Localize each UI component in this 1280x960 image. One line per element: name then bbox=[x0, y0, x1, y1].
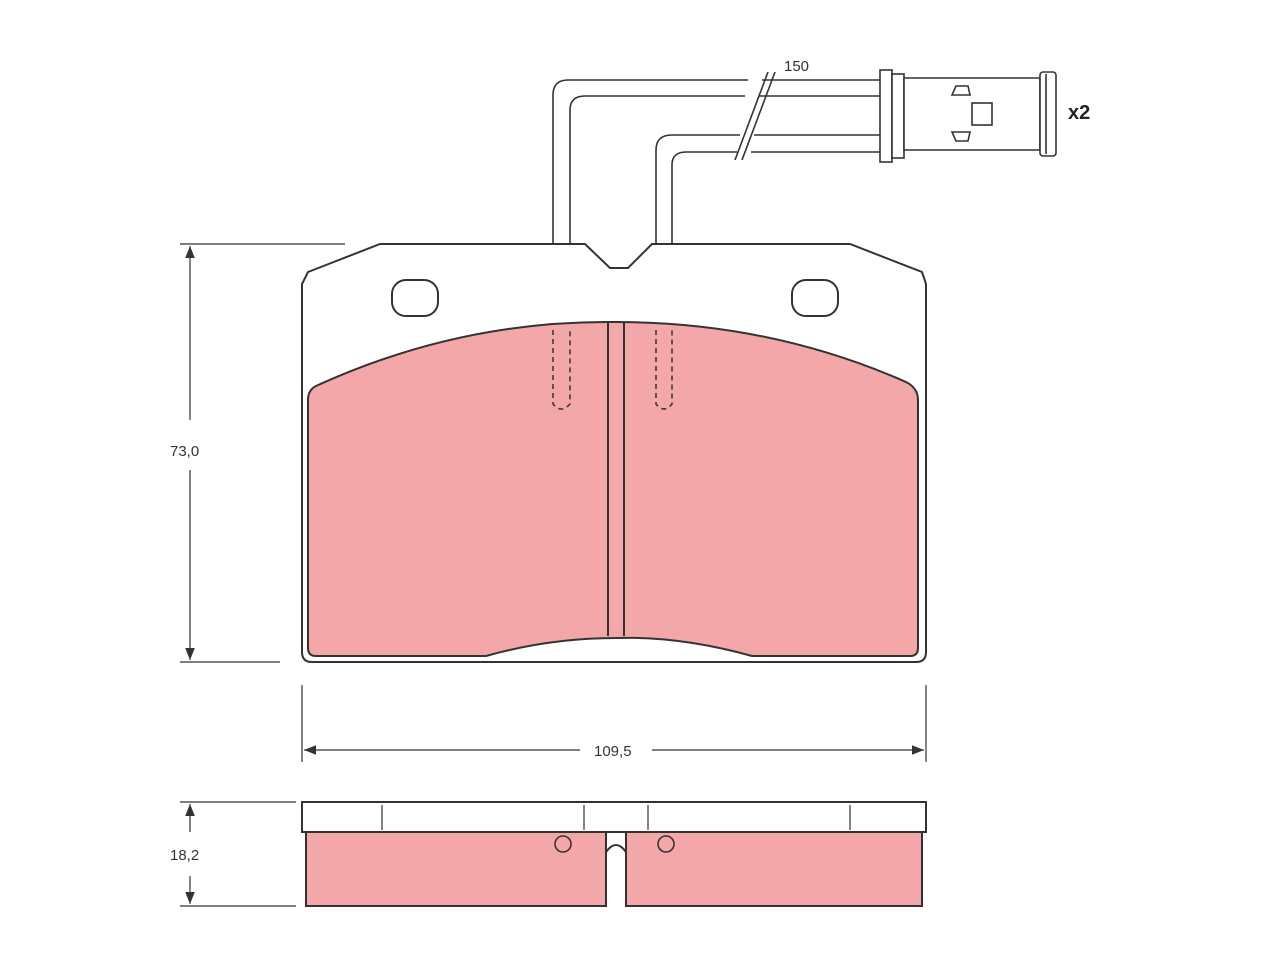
sensor-connector bbox=[879, 69, 1057, 163]
quantity-label: x2 bbox=[1068, 102, 1090, 124]
friction-lining-side-left bbox=[305, 831, 607, 907]
sensor-pin-left bbox=[554, 835, 572, 853]
mounting-hole-left bbox=[391, 279, 439, 317]
lining-center-slot bbox=[607, 323, 625, 636]
wire-length-label: 150 bbox=[784, 58, 809, 75]
width-dimension bbox=[301, 685, 927, 762]
width-label: 109,5 bbox=[594, 743, 632, 760]
height-label: 73,0 bbox=[170, 443, 199, 460]
sensor-pin-right bbox=[657, 835, 675, 853]
thickness-label: 18,2 bbox=[170, 847, 199, 864]
thickness-dimension bbox=[180, 801, 296, 907]
friction-lining-front bbox=[307, 320, 919, 657]
wear-sensor-wire bbox=[552, 71, 880, 322]
friction-lining-side-right bbox=[625, 831, 923, 907]
height-dimension bbox=[180, 243, 345, 663]
sensor-bores-hidden bbox=[552, 330, 673, 410]
side-view bbox=[301, 801, 927, 907]
mounting-hole-right bbox=[791, 279, 839, 317]
backing-plate-side bbox=[301, 801, 927, 833]
